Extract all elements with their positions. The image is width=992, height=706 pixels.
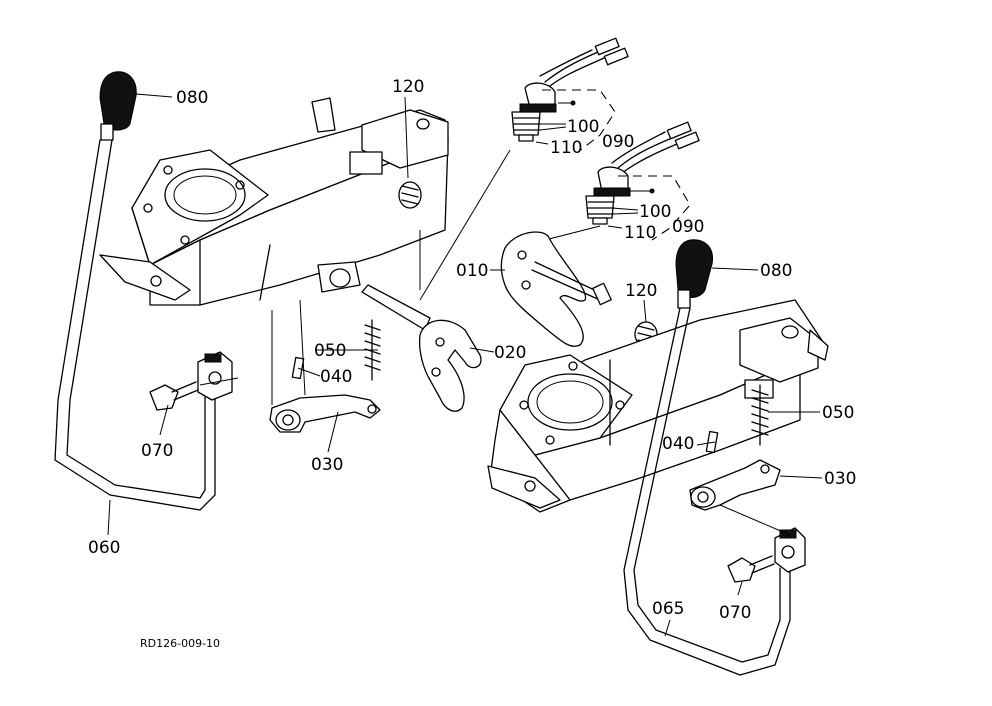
left-knob-080 (99, 71, 137, 141)
label-030-left: 030 (311, 455, 343, 475)
right-bolt-070 (727, 555, 775, 583)
left-arm-030 (269, 394, 381, 433)
label-030-right: 030 (824, 469, 856, 489)
label-080-left: 080 (176, 88, 208, 108)
left-console-housing (99, 97, 449, 306)
label-120-left: 120 (392, 77, 424, 97)
label-020: 020 (494, 343, 526, 363)
right-arm-030 (689, 459, 781, 511)
label-070-left: 070 (141, 441, 173, 461)
label-060: 060 (88, 538, 120, 558)
label-050-left: 050 (314, 341, 346, 361)
detent-plate-020 (418, 319, 482, 412)
right-console-housing (487, 299, 829, 513)
detent-shaft (361, 230, 431, 331)
label-090-lower: 090 (672, 217, 704, 237)
label-120-right: 120 (625, 281, 657, 301)
upper-switch-assembly (511, 37, 629, 153)
right-lever-rod-065 (623, 307, 791, 676)
lower-switch-assembly (544, 121, 700, 241)
label-065: 065 (652, 599, 684, 619)
label-110-lower: 110 (624, 223, 656, 243)
label-010: 010 (456, 261, 488, 281)
right-spring-050 (751, 384, 769, 446)
label-070-right: 070 (719, 603, 751, 623)
left-bolt-070 (149, 377, 239, 411)
label-110-upper: 110 (550, 138, 582, 158)
right-detent-plate-010 (500, 231, 612, 347)
right-knob-080 (675, 239, 714, 309)
figure-code: RD126-009-10 (140, 637, 220, 650)
right-clamp-block (719, 504, 806, 573)
label-090-upper: 090 (602, 132, 634, 152)
leader-lines (107, 93, 823, 637)
label-050-right: 050 (822, 403, 854, 423)
label-100-upper: 100 (567, 117, 599, 137)
left-spring-120 (398, 96, 422, 209)
label-040-left: 040 (320, 367, 352, 387)
left-lever-rod-060 (54, 139, 216, 511)
left-clamp-block (197, 351, 233, 401)
label-080-right: 080 (760, 261, 792, 281)
label-040-right: 040 (662, 434, 694, 454)
left-rod-shaft (271, 261, 361, 405)
label-100-lower: 100 (639, 202, 671, 222)
